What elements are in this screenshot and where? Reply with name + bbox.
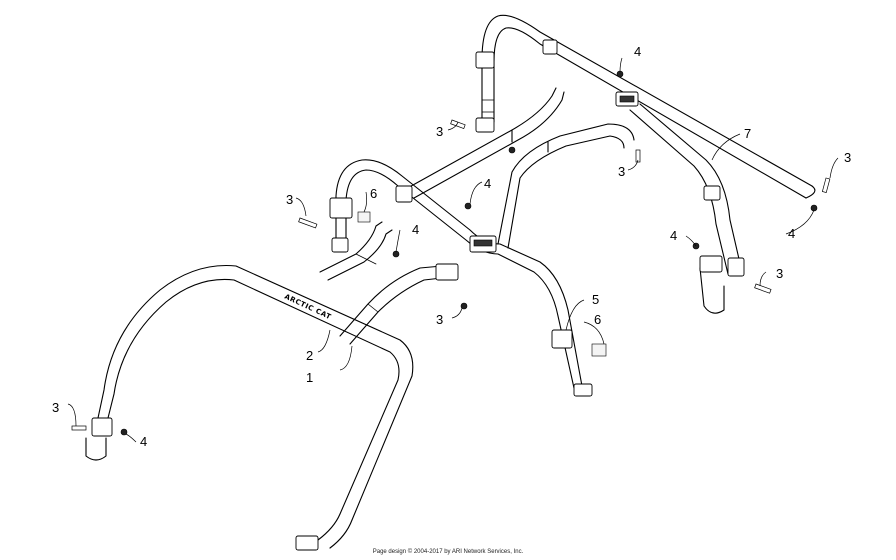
callout-3: 3 [776, 266, 783, 281]
tape-part-6b [591, 343, 607, 357]
front-roll-bar-part-1: ARCTIC CAT [91, 221, 459, 551]
callout-6: 6 [594, 312, 601, 327]
callout-1: 1 [306, 370, 313, 385]
callout-3: 3 [52, 400, 59, 415]
bolts-and-nuts [71, 70, 831, 436]
callout-4: 4 [634, 44, 641, 59]
callout-4: 4 [788, 226, 795, 241]
callout-numbers: 1 2 3 3 3 3 3 3 3 4 4 4 4 4 4 5 6 6 7 [52, 44, 851, 449]
copyright-footer: Page design © 2004-2017 by ARI Network S… [372, 549, 524, 555]
rear-bar-mount-bracket [475, 51, 495, 69]
callout-6: 6 [370, 186, 377, 201]
callout-4: 4 [484, 176, 491, 191]
callout-4: 4 [670, 228, 677, 243]
lower-mount-right [699, 255, 725, 314]
brand-decal: ARCTIC CAT [283, 293, 332, 322]
callout-3: 3 [844, 150, 851, 165]
callout-4: 4 [412, 222, 419, 237]
callout-3: 3 [286, 192, 293, 207]
leader-lines [67, 57, 839, 443]
callout-3: 3 [618, 164, 625, 179]
callout-3: 3 [436, 312, 443, 327]
callout-2: 2 [306, 348, 313, 363]
callout-3: 3 [436, 124, 443, 139]
tape-part-6a [357, 211, 371, 223]
callout-7: 7 [744, 126, 751, 141]
rear-roll-bar-part-7 [475, 14, 816, 277]
callout-4: 4 [140, 434, 147, 449]
center-roll-bar-part-5 [329, 87, 635, 397]
lower-mount-left [85, 437, 107, 461]
callout-5: 5 [592, 292, 599, 307]
